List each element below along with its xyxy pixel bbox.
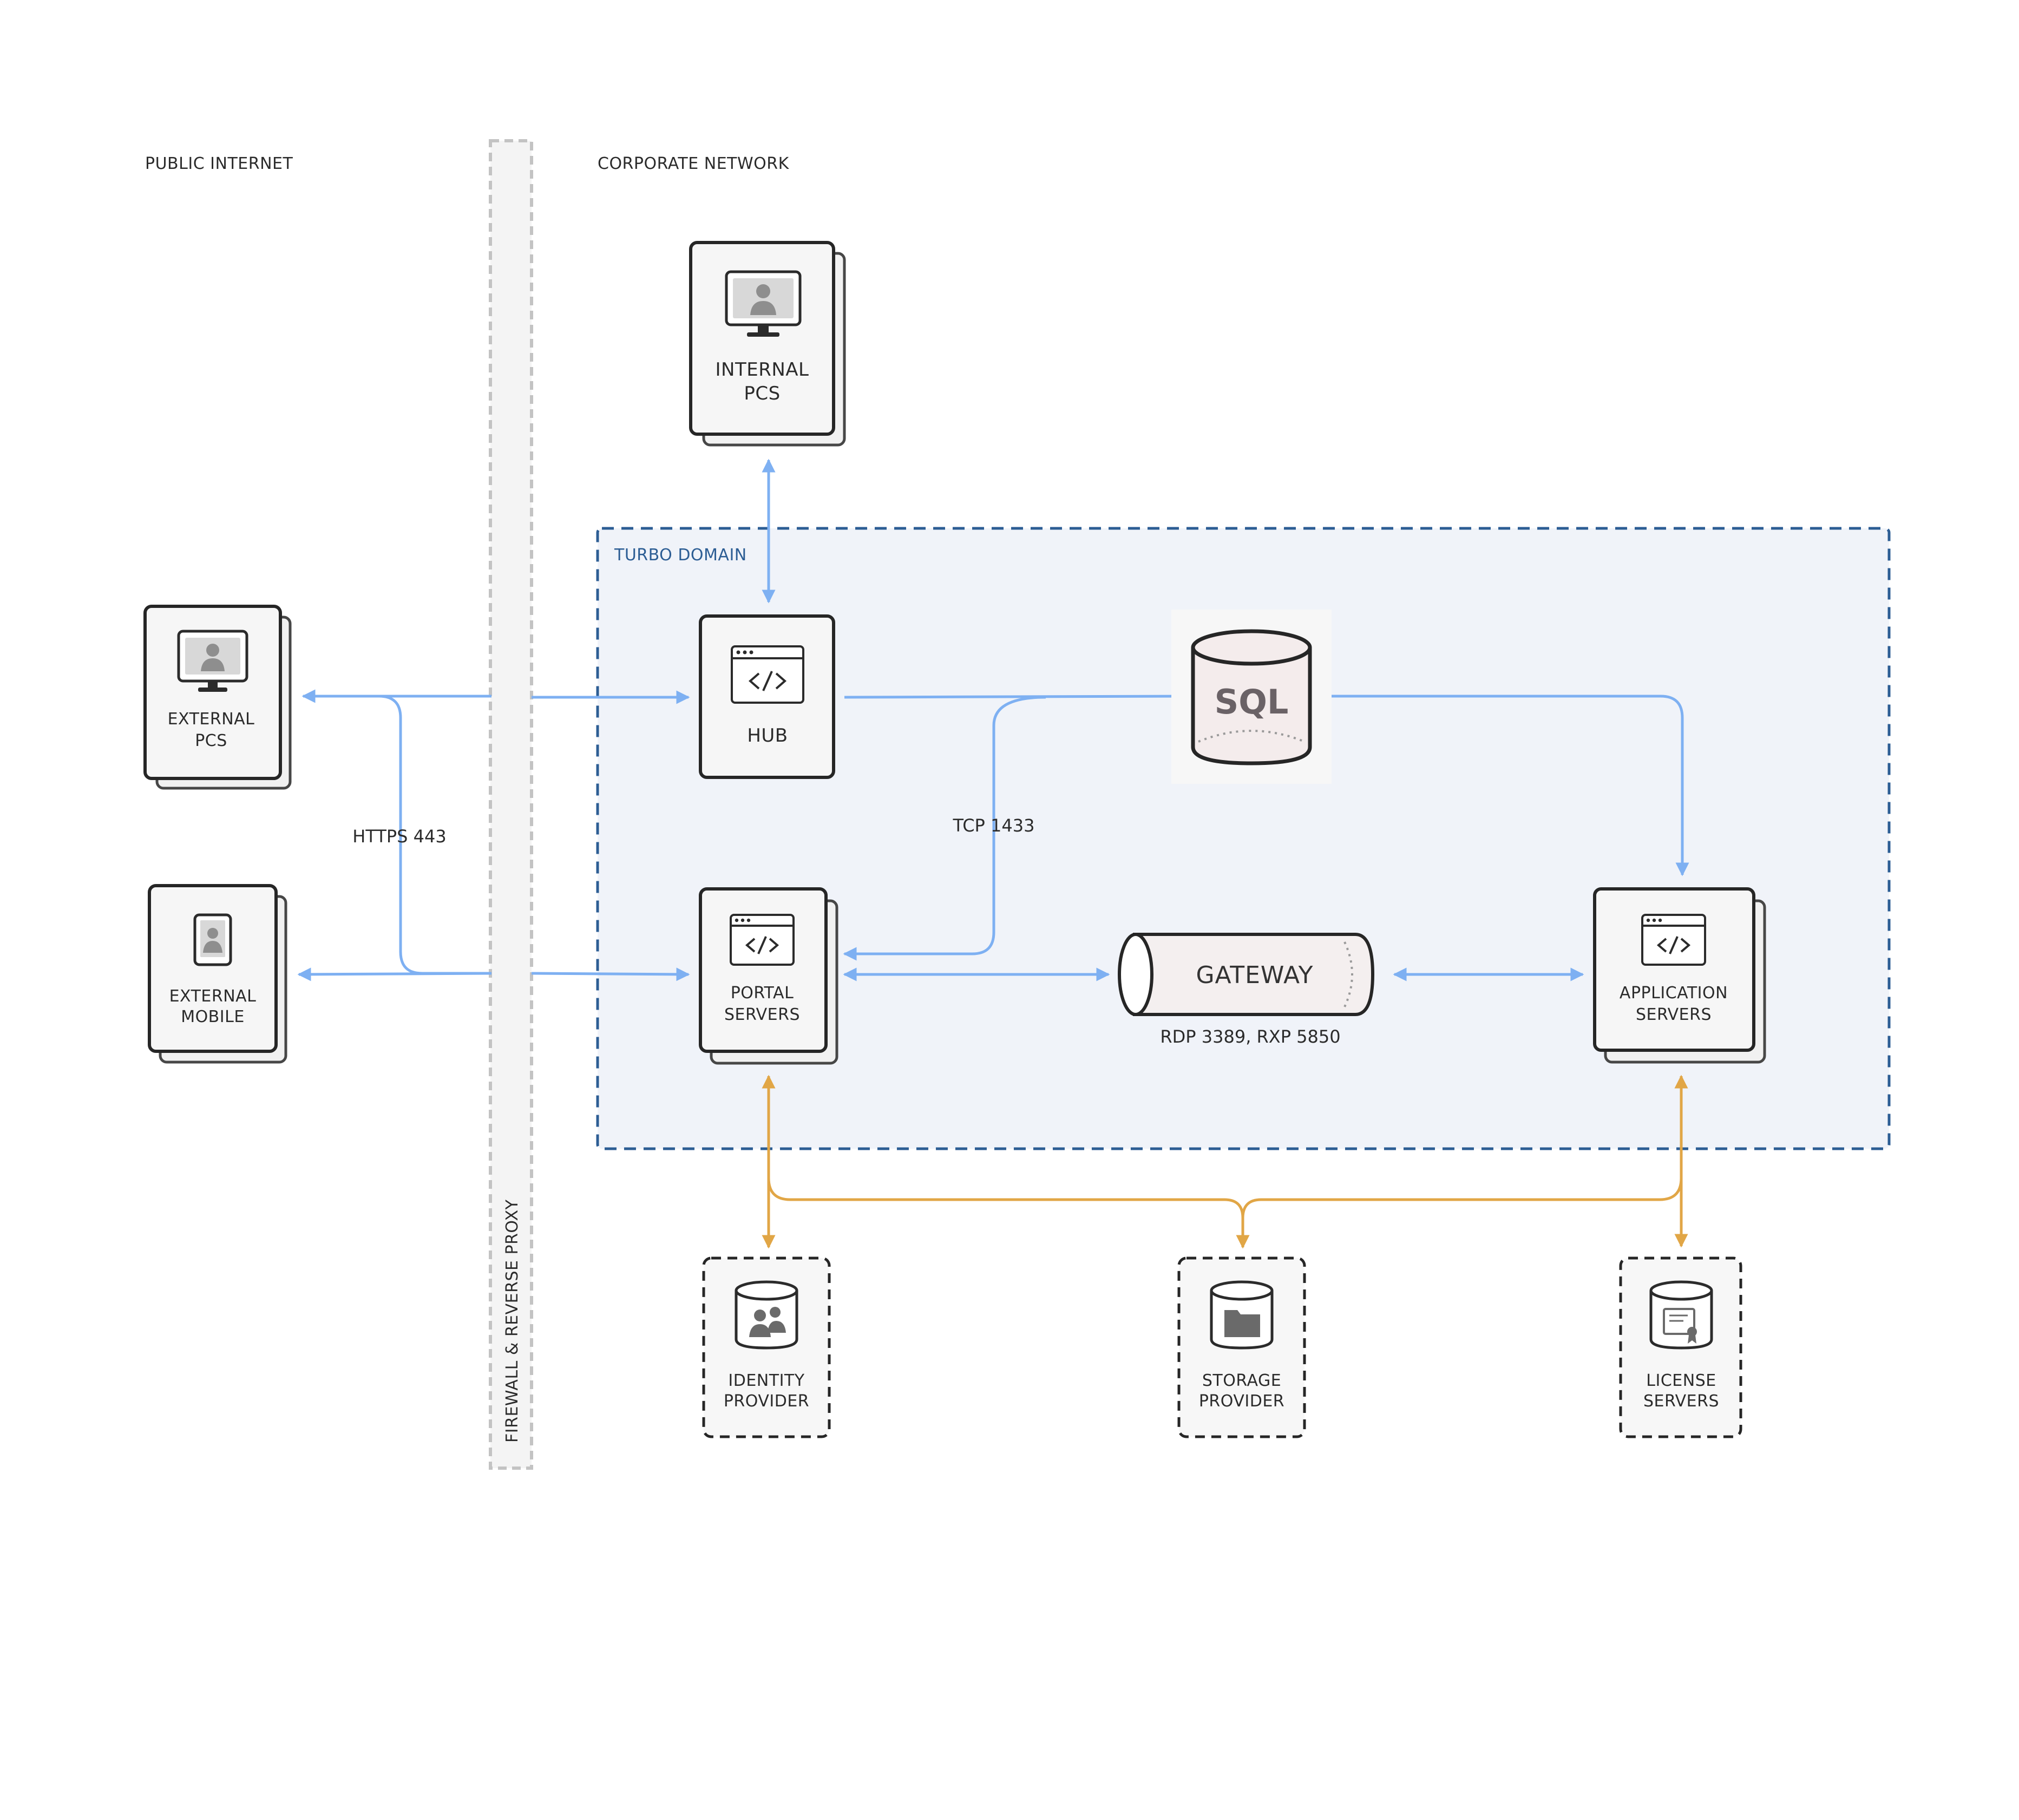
portal-servers-label-1: PORTAL (731, 984, 794, 1003)
gateway-label: GATEWAY (1196, 961, 1313, 989)
label-tcp: TCP 1433 (953, 815, 1035, 836)
blue-connections (297, 459, 1689, 981)
identity-provider-label-1: IDENTITY (728, 1371, 804, 1390)
external-pcs-label-2: PCS (195, 731, 227, 750)
database-folder-icon (1210, 1280, 1274, 1350)
zone-public-internet: PUBLIC INTERNET (145, 154, 293, 173)
license-servers-label-1: LICENSE (1646, 1371, 1716, 1390)
node-application-servers: APPLICATION SERVERS (1593, 887, 1766, 1064)
portal-servers-label-2: SERVERS (724, 1005, 800, 1024)
identity-provider-label-2: PROVIDER (724, 1392, 809, 1411)
database-certificate-icon (1649, 1280, 1713, 1350)
zone-corporate-network: CORPORATE NETWORK (598, 154, 790, 173)
firewall-label: FIREWALL & REVERSE PROXY (503, 1199, 522, 1443)
monitor-user-icon (725, 270, 802, 337)
database-icon (1191, 629, 1312, 765)
link-fw-portal (531, 967, 690, 981)
node-sql: SQL (1171, 610, 1332, 784)
storage-provider-label-2: PROVIDER (1199, 1392, 1284, 1411)
application-servers-label-2: SERVERS (1636, 1005, 1712, 1024)
code-window-icon (1641, 914, 1706, 966)
turbo-domain: TURBO DOMAIN (596, 527, 1891, 1150)
license-servers-label-2: SERVERS (1643, 1392, 1719, 1411)
label-gateway-ports: RDP 3389, RXP 5850 (1160, 1026, 1340, 1047)
internal-pcs-label-1: INTERNAL (716, 359, 809, 381)
node-portal-servers: PORTAL SERVERS (699, 887, 838, 1065)
link-app-storage (1241, 1177, 1683, 1219)
firewall-band: FIREWALL & REVERSE PROXY (489, 139, 533, 1470)
node-external-mobile: EXTERNAL MOBILE (148, 884, 287, 1064)
sql-label: SQL (1215, 682, 1289, 722)
link-fw-external-mobile (297, 967, 492, 981)
monitor-user-icon (177, 630, 248, 692)
code-window-icon (731, 645, 804, 704)
external-pcs-label-1: EXTERNAL (168, 710, 255, 729)
link-tcp-portal-sql (843, 696, 1046, 961)
storage-provider-label-1: STORAGE (1202, 1371, 1281, 1390)
internal-pcs-label-2: PCS (744, 383, 780, 404)
external-mobile-label-2: MOBILE (181, 1007, 245, 1026)
gateway-cylinder-end (1118, 933, 1153, 1016)
node-storage-provider: STORAGE PROVIDER (1177, 1256, 1306, 1438)
node-identity-provider: IDENTITY PROVIDER (702, 1256, 831, 1438)
mobile-user-icon (193, 913, 232, 966)
database-users-icon (735, 1280, 798, 1350)
node-internal-pcs: INTERNAL PCS (689, 241, 846, 447)
node-external-pcs: EXTERNAL PCS (143, 605, 292, 790)
link-portal-storage (767, 1177, 1250, 1249)
node-gateway: GATEWAY (1118, 933, 1375, 1016)
node-license-servers: LICENSE SERVERS (1619, 1256, 1742, 1438)
link-hub-sql (844, 689, 1186, 703)
link-https-curve (378, 695, 491, 975)
turbo-domain-label: TURBO DOMAIN (614, 546, 747, 565)
orange-connections (762, 1075, 1688, 1249)
label-https: HTTPS 443 (352, 826, 446, 847)
link-sql-app (1317, 689, 1689, 876)
application-servers-label-1: APPLICATION (1620, 984, 1728, 1003)
external-mobile-label-1: EXTERNAL (169, 987, 257, 1006)
node-hub: HUB (699, 614, 835, 779)
hub-label: HUB (747, 725, 788, 747)
code-window-icon (730, 914, 795, 966)
